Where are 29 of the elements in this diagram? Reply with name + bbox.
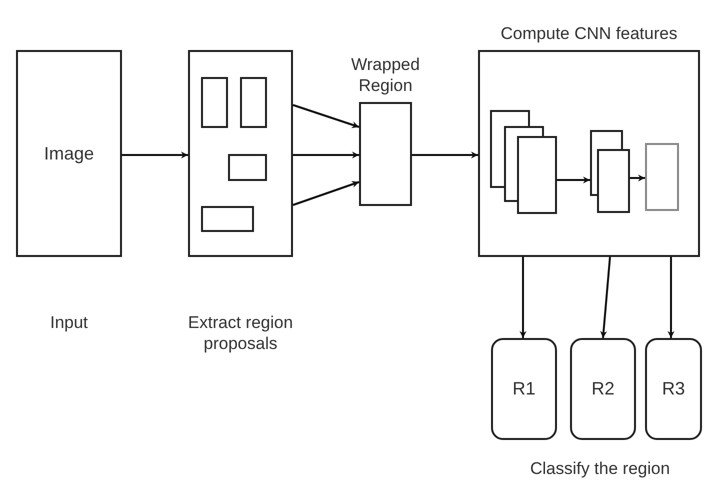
output-box [645, 143, 679, 211]
arrow [122, 152, 188, 158]
arrow [630, 174, 645, 182]
class-box [645, 338, 702, 440]
arrow [293, 152, 359, 158]
arrow [292, 181, 360, 206]
box-label: R1 [512, 378, 536, 400]
box-heading: Wrapped Region [350, 54, 421, 96]
region-box [228, 154, 267, 181]
arrow [292, 104, 360, 128]
box-heading: Compute CNN features [500, 22, 678, 44]
arrow [412, 152, 478, 158]
box-label: R2 [592, 378, 614, 400]
box-label: Image [44, 142, 94, 166]
feature-map-stack-drawing [590, 130, 630, 213]
class-box [570, 338, 636, 440]
stage-caption: Classify the region [529, 458, 671, 480]
step-caption: Extract region proposals [187, 312, 294, 354]
step-caption: Input [49, 312, 89, 334]
arrow [557, 176, 590, 184]
class-box [491, 338, 557, 440]
feature-map-stack-drawing [490, 110, 557, 214]
arrow [520, 257, 526, 338]
arrow [600, 256, 611, 338]
region-box [201, 206, 254, 232]
region-box [240, 77, 267, 128]
box-label: R3 [662, 378, 685, 400]
arrow [668, 257, 674, 338]
region-box [201, 77, 228, 128]
